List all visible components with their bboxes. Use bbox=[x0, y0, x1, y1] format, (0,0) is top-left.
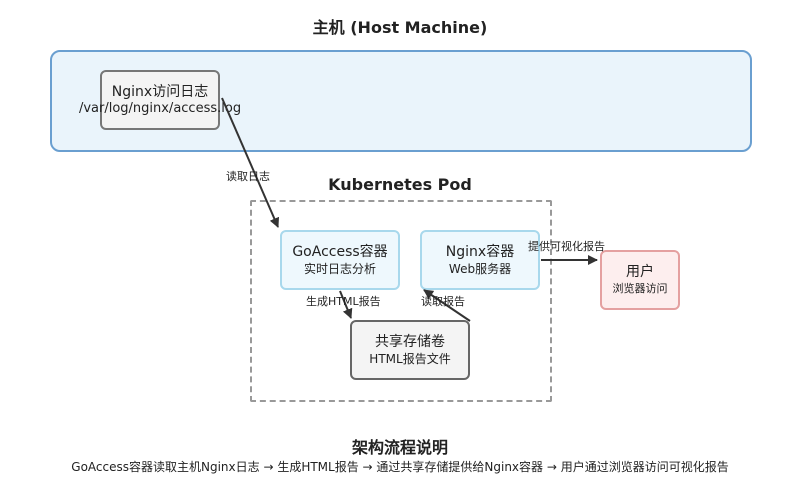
user-node: 用户 浏览器访问 bbox=[600, 250, 680, 310]
footer-description: GoAccess容器读取主机Nginx日志 → 生成HTML报告 → 通过共享存… bbox=[71, 460, 729, 474]
goaccess-container-node: GoAccess容器 实时日志分析 bbox=[280, 230, 400, 290]
footer-title: 架构流程说明 bbox=[351, 438, 448, 457]
nginx-container-subtitle: Web服务器 bbox=[448, 261, 512, 276]
user-subtitle: 浏览器访问 bbox=[612, 281, 668, 295]
pod-title: Kubernetes Pod bbox=[328, 175, 472, 194]
user-title: 用户 bbox=[626, 263, 654, 280]
goaccess-subtitle: 实时日志分析 bbox=[303, 261, 376, 276]
edge-label-read-report: 读取报告 bbox=[421, 295, 465, 308]
nginx-log-title: Nginx访问日志 bbox=[111, 83, 209, 100]
nginx-access-log-node: Nginx访问日志 /var/log/nginx/access.log bbox=[79, 70, 241, 130]
shared-volume-subtitle: HTML报告文件 bbox=[369, 351, 451, 366]
host-title: 主机 (Host Machine) bbox=[312, 18, 488, 37]
nginx-container-node: Nginx容器 Web服务器 bbox=[420, 230, 540, 290]
shared-volume-node: 共享存储卷 HTML报告文件 bbox=[350, 320, 470, 380]
edge-label-serve-report: 提供可视化报告 bbox=[528, 240, 605, 253]
kubernetes-pod-region bbox=[250, 200, 552, 402]
goaccess-title: GoAccess容器 bbox=[292, 243, 388, 260]
edge-label-read-logs: 读取日志 bbox=[226, 170, 270, 183]
edge-label-generate-report: 生成HTML报告 bbox=[306, 295, 381, 308]
shared-volume-title: 共享存储卷 bbox=[375, 333, 445, 350]
nginx-container-title: Nginx容器 bbox=[445, 243, 515, 260]
nginx-log-path: /var/log/nginx/access.log bbox=[78, 100, 242, 116]
